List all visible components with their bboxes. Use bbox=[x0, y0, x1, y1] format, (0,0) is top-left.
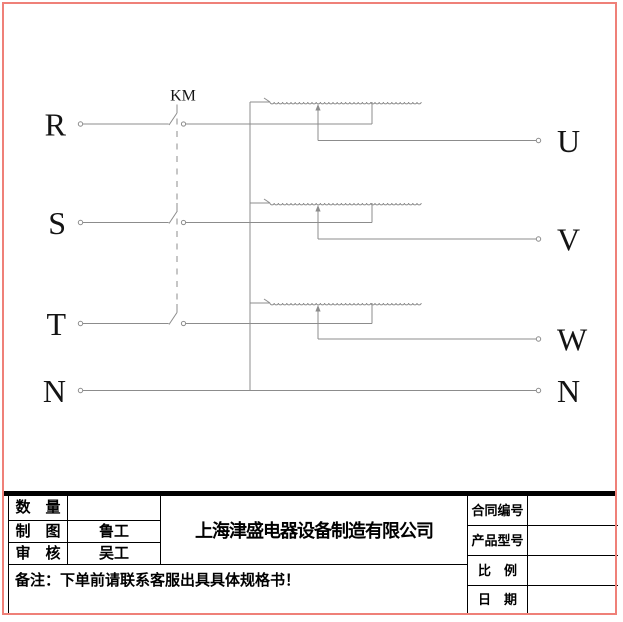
title-block-top-rule bbox=[3, 491, 617, 496]
phase-s-circuit bbox=[77, 198, 542, 242]
terminal-label-u: U bbox=[557, 123, 580, 159]
company-name-cell: 上海津盛电器设备制造有限公司 bbox=[161, 496, 468, 565]
quantity-value-cell bbox=[68, 496, 161, 521]
terminal-label-s: S bbox=[48, 205, 66, 241]
quantity-label-cell: 数 量 bbox=[9, 496, 68, 521]
terminal-label-w: W bbox=[557, 322, 588, 358]
contactor-blade-s bbox=[168, 211, 178, 224]
product-model-value-cell bbox=[528, 526, 618, 556]
tap-arrow-r bbox=[315, 104, 321, 111]
scale-label-cell: 比 例 bbox=[468, 556, 528, 586]
terminal-label-v: V bbox=[557, 222, 580, 258]
terminal-label-t: T bbox=[46, 306, 66, 342]
checked-by-label-cell: 审 核 bbox=[9, 543, 68, 565]
date-value-cell bbox=[528, 586, 618, 615]
contactor-blade-r bbox=[168, 112, 178, 126]
terminal-dot-u bbox=[535, 137, 542, 144]
terminal-label-n-right: N bbox=[557, 373, 580, 409]
drawn-by-label-cell: 制 图 bbox=[9, 521, 68, 543]
winding-coil-t bbox=[269, 302, 422, 306]
winding-coil-s bbox=[269, 202, 422, 206]
terminal-label-n-left: N bbox=[43, 373, 66, 409]
note-cell: 备注：下单前请联系客服出具具体规格书！ bbox=[9, 565, 468, 615]
tap-arrow-t bbox=[315, 305, 321, 312]
contactor-contact-dot-s bbox=[180, 219, 187, 226]
terminal-dot-v bbox=[535, 236, 542, 242]
checked-by-value-cell: 吴工 bbox=[68, 543, 161, 565]
date-label-cell: 日 期 bbox=[468, 586, 528, 615]
terminal-dot-n-right bbox=[535, 387, 542, 394]
contract-no-label-cell: 合同编号 bbox=[468, 496, 528, 526]
scale-value-cell bbox=[528, 556, 618, 586]
terminal-dot-t bbox=[77, 320, 84, 327]
title-block: 数 量 制 图 鲁工 审 核 吴工 上海津盛电器设备制造有限公司 备注：下单前请… bbox=[8, 496, 618, 615]
contactor-label: KM bbox=[170, 88, 196, 105]
product-model-label-cell: 产品型号 bbox=[468, 526, 528, 556]
terminal-dot-w bbox=[535, 336, 542, 342]
phase-t-circuit bbox=[77, 298, 542, 342]
drawn-by-value-cell: 鲁工 bbox=[68, 521, 161, 543]
neutral-circuit bbox=[77, 387, 542, 394]
winding-coil-r bbox=[269, 101, 422, 105]
terminal-label-r: R bbox=[45, 107, 67, 143]
contactor-blade-t bbox=[168, 312, 178, 325]
contactor-contact-dot-t bbox=[180, 320, 187, 327]
contract-no-value-cell bbox=[528, 496, 618, 526]
contactor-contact-dot-r bbox=[180, 121, 187, 127]
terminal-dot-n-left bbox=[77, 387, 84, 394]
terminal-dot-r bbox=[77, 121, 84, 127]
phase-r-circuit bbox=[77, 97, 542, 144]
terminal-dot-s bbox=[77, 219, 84, 226]
tap-arrow-s bbox=[315, 205, 321, 212]
